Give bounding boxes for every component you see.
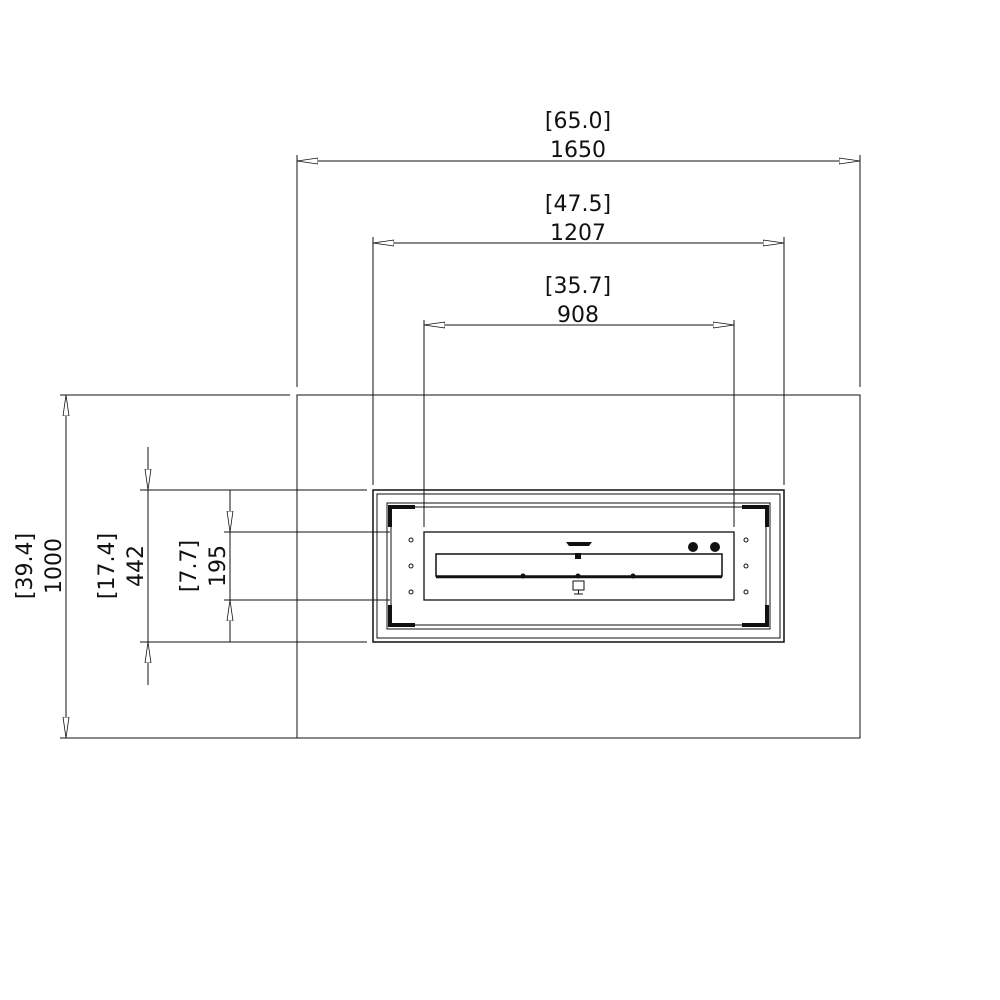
overall-depth-dimension: [39.4] 1000 (13, 394, 327, 739)
frame-depth-mm: 442 (124, 545, 149, 587)
control-knob-icon (688, 542, 698, 552)
frame-depth-dimension: [17.4] 442 (95, 447, 367, 685)
burner-depth-dimension: [7.7] 195 (177, 490, 390, 642)
overall-width-dimension: [65.0] 1650 (296, 109, 861, 387)
display-icon (572, 580, 585, 595)
overall-width-mm: 1650 (550, 138, 606, 163)
burner-unit (408, 531, 749, 601)
burner-width-dimension: [35.7] 908 (423, 274, 735, 527)
overall-width-inches: [65.0] (545, 109, 611, 134)
frame-depth-inches: [17.4] (95, 533, 120, 599)
frame-width-dimension: [47.5] 1207 (372, 192, 785, 485)
burner-width-mm: 908 (557, 303, 599, 328)
burner-frame (372, 489, 785, 643)
control-knob-icon (710, 542, 720, 552)
overall-depth-mm: 1000 (42, 538, 67, 594)
overall-depth-inches: [39.4] (13, 533, 38, 599)
frame-width-inches: [47.5] (545, 192, 611, 217)
burner-depth-inches: [7.7] (177, 540, 202, 592)
burner-depth-mm: 195 (206, 545, 231, 587)
frame-width-mm: 1207 (550, 221, 606, 246)
burner-width-inches: [35.7] (545, 274, 611, 299)
table-top-outline (296, 394, 861, 739)
logo-icon (566, 542, 592, 546)
mounting-holes (408, 537, 749, 595)
